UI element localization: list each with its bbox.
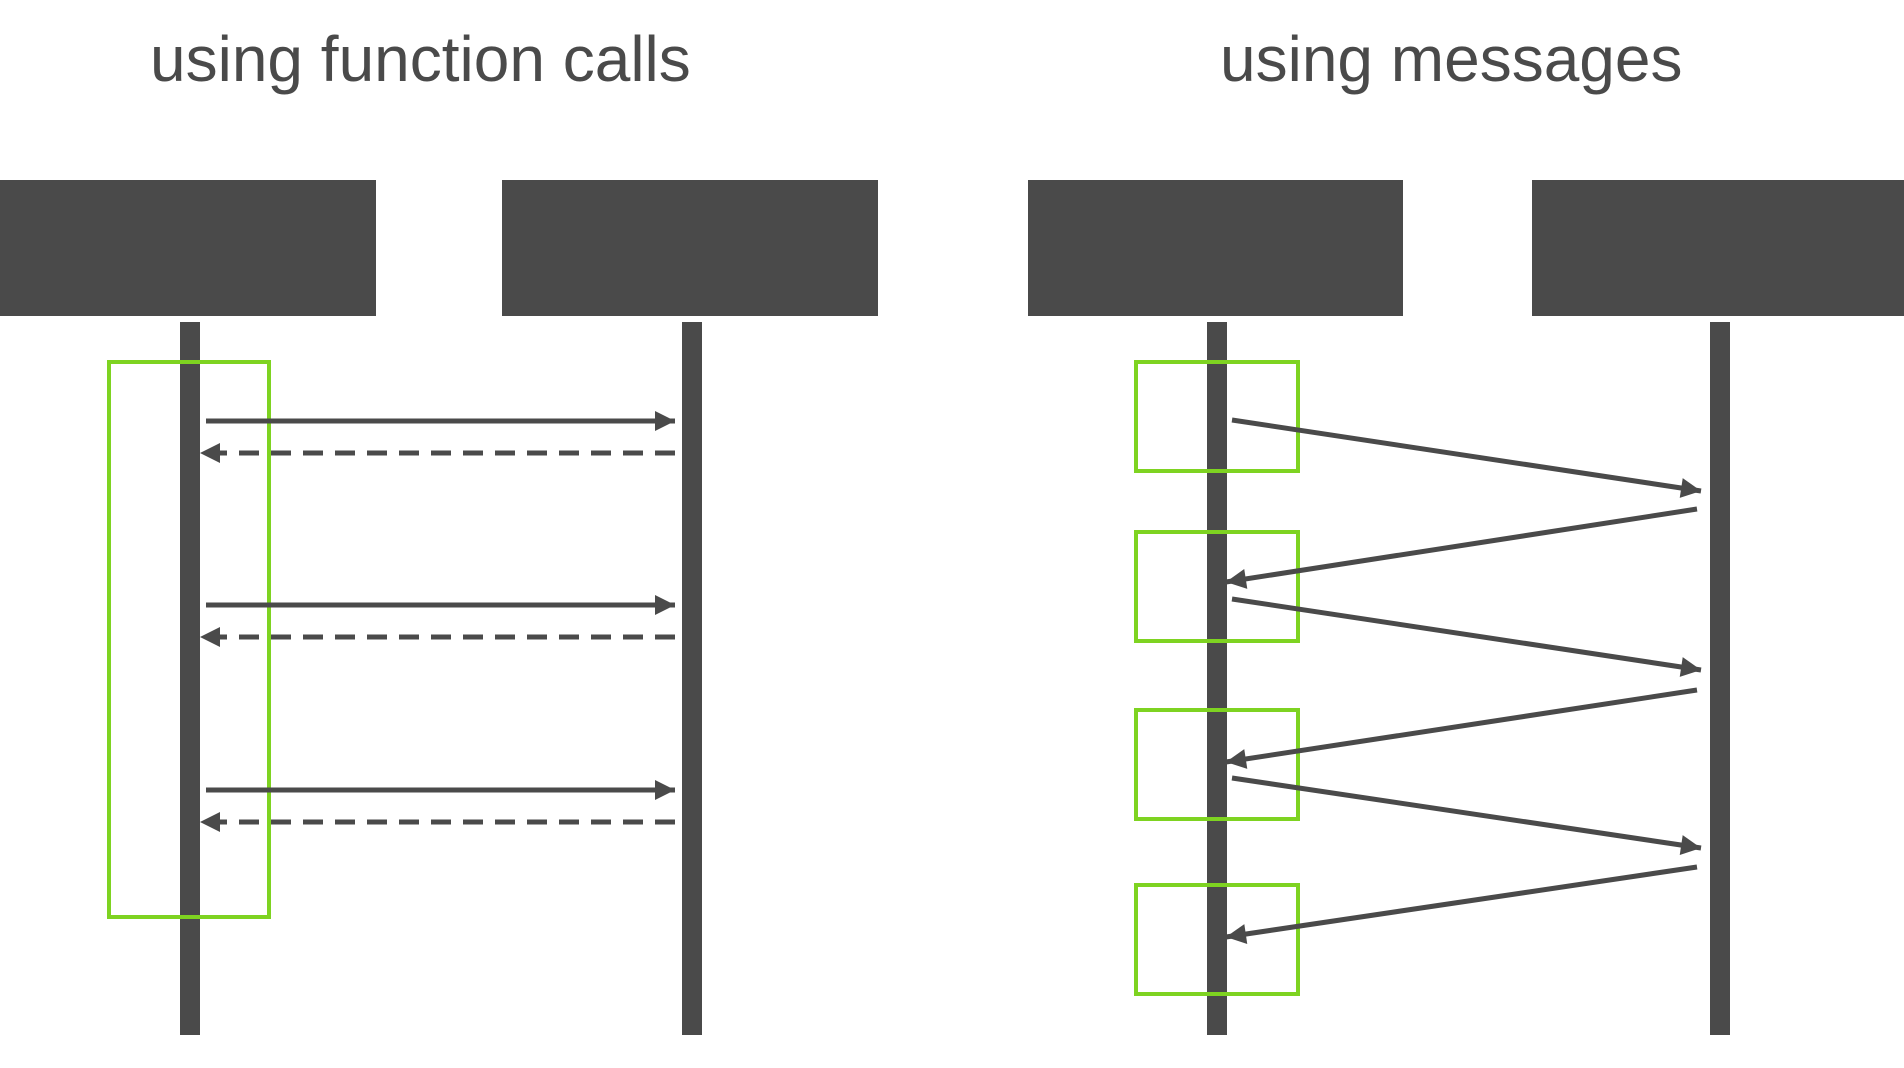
title-function-calls: using function calls	[150, 23, 691, 95]
caller-active-box	[107, 360, 271, 919]
sender-lifeline	[1207, 322, 1227, 1035]
message-out-arrow	[1231, 417, 1702, 498]
title-messages: using messages	[1220, 23, 1683, 95]
message-in-arrow	[1225, 687, 1698, 769]
participant-caller-header	[0, 180, 376, 316]
message-out-arrow	[1231, 775, 1702, 855]
sender-active-box	[1134, 530, 1300, 643]
message-in-arrow	[1225, 864, 1698, 944]
sender-active-box	[1134, 360, 1300, 473]
receiver-lifeline	[1710, 322, 1730, 1035]
caller-lifeline	[180, 322, 200, 1035]
sender-active-box	[1134, 708, 1300, 821]
sender-active-box	[1134, 883, 1300, 996]
right-diagram	[1028, 180, 1904, 1035]
participant-receiver-header	[1532, 180, 1904, 316]
left-diagram	[0, 180, 878, 1035]
participant-callee-header	[502, 180, 878, 316]
participant-sender-header	[1028, 180, 1403, 316]
message-in-arrow	[1225, 506, 1698, 589]
message-out-arrow	[1231, 596, 1702, 677]
callee-lifeline	[682, 322, 702, 1035]
